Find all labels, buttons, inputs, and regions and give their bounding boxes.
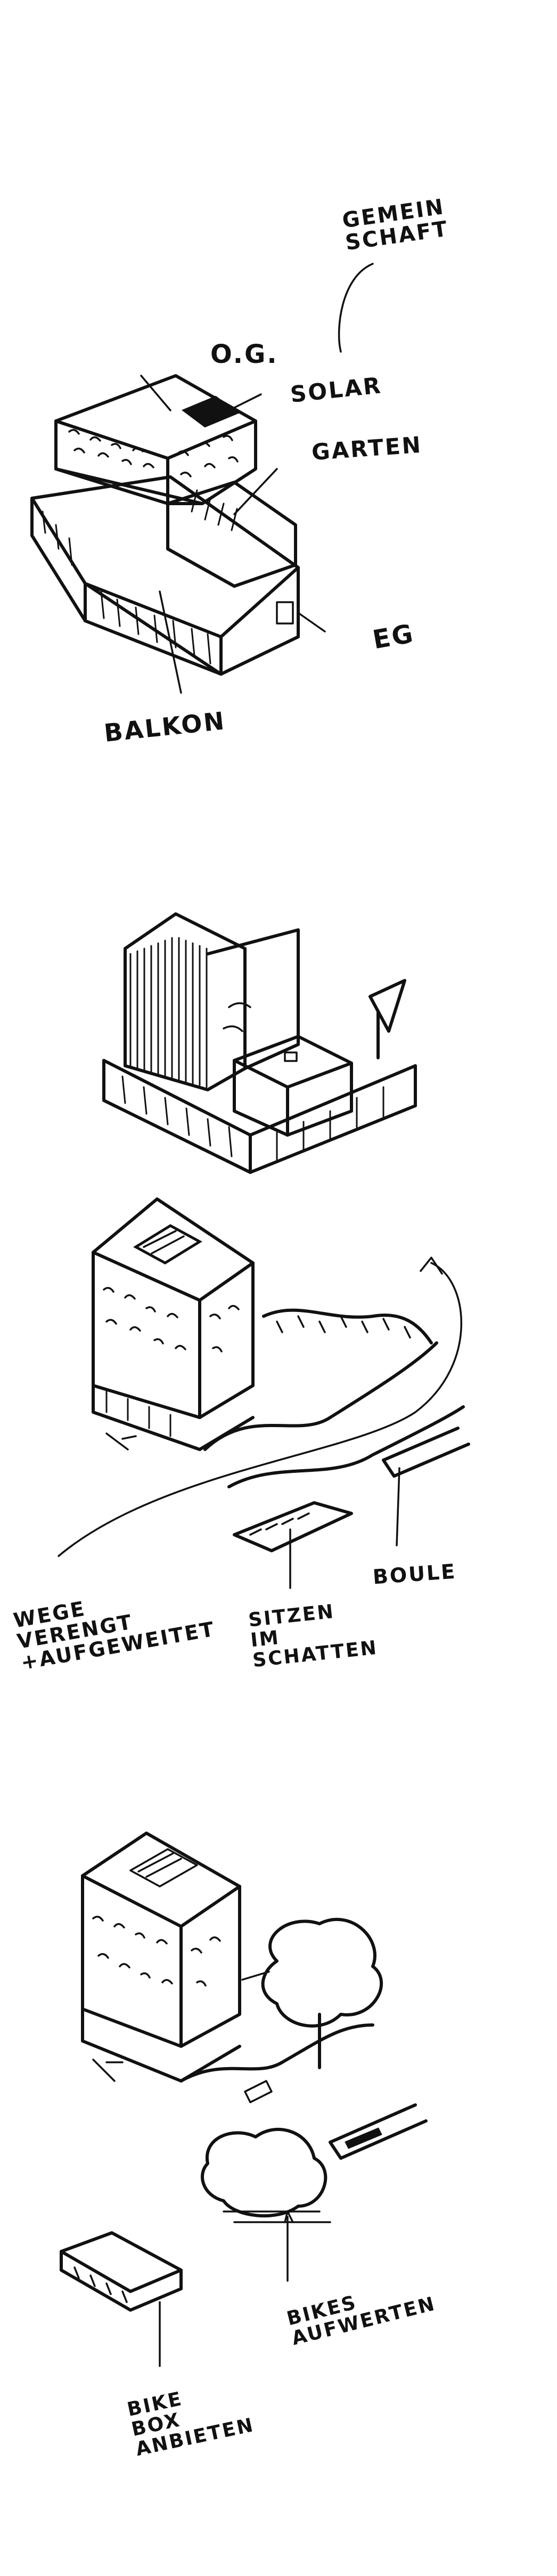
label-og: O.G. (210, 341, 278, 368)
sketch-1-leader-solar (234, 394, 261, 408)
sketch-3-leader-boule (397, 1468, 399, 1545)
label-eg: EG (371, 620, 416, 654)
sketch-3-path (205, 1343, 437, 1449)
sketch-4-tree (263, 1919, 381, 2026)
sketch-1-building (32, 264, 373, 693)
sketch-3-boule-court (383, 1428, 469, 1476)
sketch-4-building-texture (93, 1917, 220, 1986)
sketch-4-shrub (202, 2129, 325, 2216)
sketch-1-leader-balkon (160, 592, 181, 693)
sketch-4-path (181, 2025, 373, 2081)
sketch-1-leader-gemeinschaft (339, 264, 373, 352)
sketch-3-building-texture (104, 1288, 239, 1351)
sketch-4-site (61, 1833, 426, 2366)
sketch-1-leader-eg (298, 613, 325, 631)
sketch-3-site (59, 1199, 469, 1588)
sketch-1-door (277, 602, 293, 623)
sketch-1-base-hatch (43, 512, 210, 663)
label-sitzen: SITZEN IM SCHATTEN (248, 1598, 379, 1671)
sketch-2-building (104, 914, 415, 1172)
sketch-3-curve-leader (59, 1263, 461, 1556)
sketch-3-hedge (264, 1310, 431, 1343)
sketch-3-bench (234, 1503, 351, 1551)
sketch-4-bike-box (61, 2233, 181, 2291)
sketch-2-tree (370, 981, 405, 1058)
sketch-1-garden-terrace (168, 482, 296, 586)
sketch-1-base (32, 477, 298, 674)
sketch-1-solar-panel (184, 397, 237, 426)
sketch-2-tower-hatch (130, 938, 207, 1087)
